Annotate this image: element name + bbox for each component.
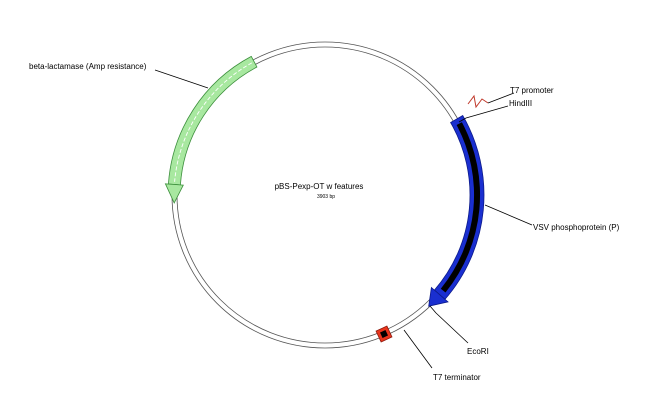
vsv-p-label: VSV phosphoprotein (P) <box>533 223 620 232</box>
vsv-p-arrowhead <box>428 286 449 307</box>
t7-promoter-arrow[interactable] <box>467 94 489 109</box>
t7-promoter-label: T7 promoter <box>510 86 554 95</box>
vsv-p-leader <box>484 204 533 226</box>
plasmid-length: 3903 bp <box>317 194 335 200</box>
ecori-tick <box>429 305 437 314</box>
hindiii-label: HindIII <box>509 99 532 108</box>
t7-terminator-label: T7 terminator <box>433 373 481 382</box>
hindiii-leader <box>465 105 509 119</box>
vsv-p-core <box>440 122 481 293</box>
bla-hatch <box>174 62 253 182</box>
bla-feature[interactable] <box>164 55 258 204</box>
ecori-label: EcoRI <box>467 347 489 356</box>
vsv-p-feature[interactable] <box>428 114 485 307</box>
t7-terminator-leader <box>403 329 433 369</box>
ecori-leader <box>435 312 469 344</box>
t7-promoter-leader <box>487 92 515 104</box>
bla-arc[interactable] <box>167 55 258 186</box>
t7-terminator-core <box>380 330 388 338</box>
plasmid-name: pBS-Pexp-OT w features <box>275 182 364 191</box>
t7-terminator-feature[interactable] <box>375 325 393 343</box>
bla-arrowhead <box>164 183 184 204</box>
bla-leader <box>154 69 209 89</box>
hindiii-tick <box>458 117 467 123</box>
bla-label: beta-lactamase (Amp resistance) <box>29 62 147 71</box>
